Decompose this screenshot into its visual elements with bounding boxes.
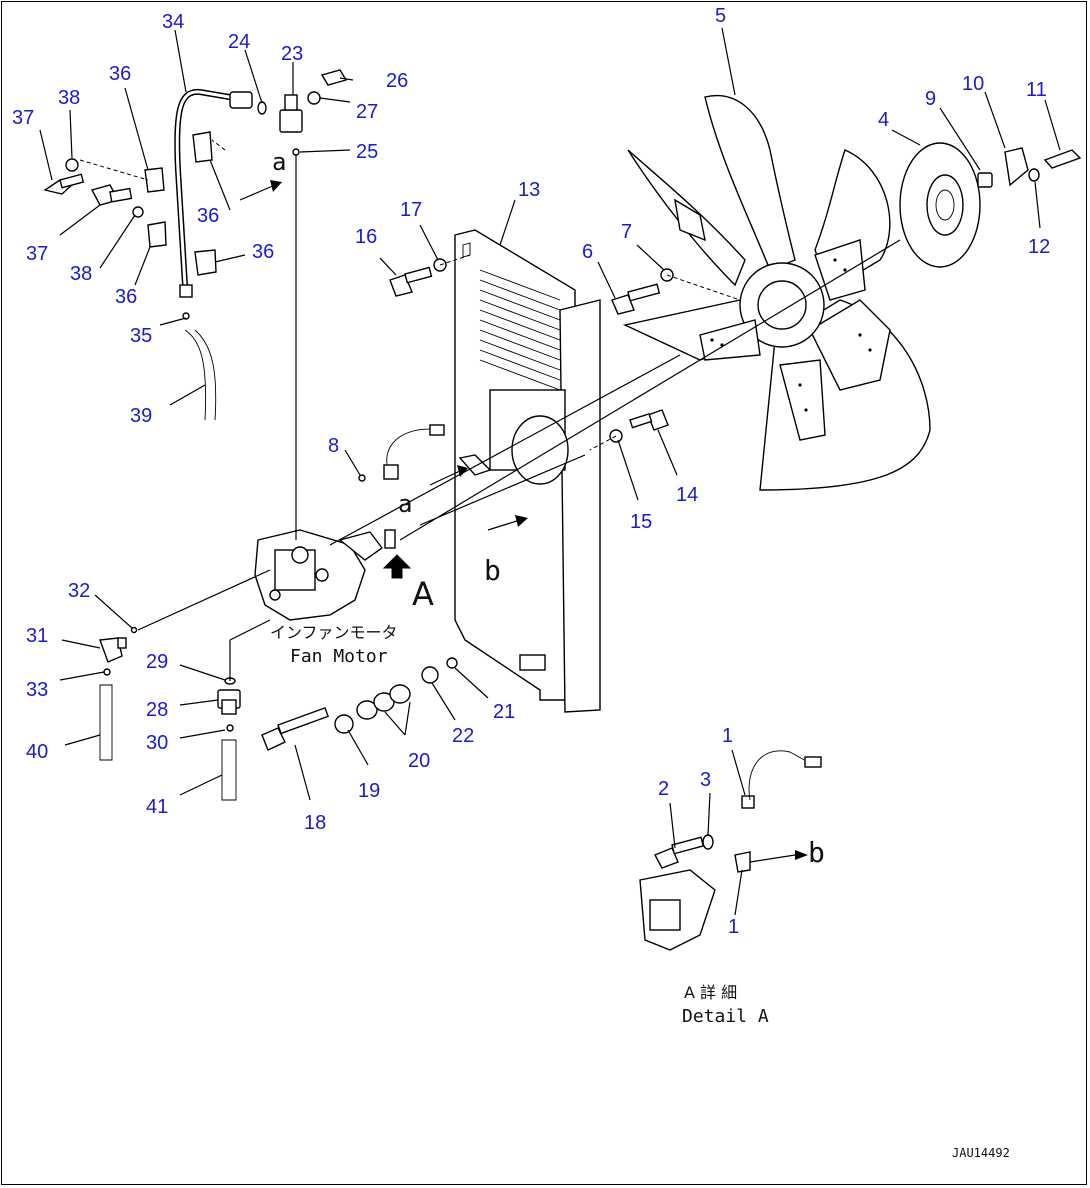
fan-spacer-flange [899,142,981,268]
callout-18: 18 [304,812,326,834]
drawing-code: JAU14492 [952,1146,1010,1160]
callout-1-b: 1 [728,916,739,938]
callout-6: 6 [582,241,593,263]
mid-bolts [358,258,674,482]
callout-19: 19 [358,780,380,802]
view-a-arrow [382,554,412,579]
callout-36-a: 36 [109,63,131,85]
callout-1-a: 1 [722,725,733,747]
callout-8: 8 [328,435,339,457]
callout-30: 30 [146,732,168,754]
callout-37-b: 37 [26,243,48,265]
fan-motor [254,529,396,621]
callout-7: 7 [621,221,632,243]
callout-40: 40 [26,741,48,763]
callout-27: 27 [356,101,378,123]
callout-11: 11 [1026,79,1047,101]
callout-25: 25 [356,141,378,163]
hydraulic-tube [144,88,253,298]
callout-29: 29 [146,651,168,673]
callout-36-b: 36 [197,205,219,227]
callout-9: 9 [925,88,936,110]
callout-24: 24 [228,31,250,53]
callout-12: 12 [1028,236,1050,258]
fan-blade-assembly [622,95,931,491]
callout-26: 26 [386,70,408,92]
callout-32: 32 [68,580,90,602]
callout-4: 4 [878,109,889,131]
detail-a-drawing [639,750,822,951]
callout-15: 15 [630,511,652,533]
leader-lines [39,27,1061,916]
callout-36-d: 36 [115,286,137,308]
lower-left-fittings [99,312,241,801]
left-top-bolts [43,158,144,218]
callout-33: 33 [26,679,48,701]
top-right-hardware [977,147,1082,188]
detail-a-label-en: Detail A [682,1006,769,1027]
bottom-bolts [261,657,458,751]
top-fittings [257,69,348,156]
callout-10: 10 [962,73,984,95]
callout-numbers: 34 24 23 26 27 25 36 38 37 36 37 36 38 3… [12,5,1050,938]
callout-13: 13 [518,179,540,201]
ref-b-mid: b [484,554,501,587]
ref-a-lower: a [398,490,412,518]
callout-22: 22 [452,725,474,747]
callout-39: 39 [130,405,152,427]
callout-20: 20 [408,750,430,772]
callout-38-a: 38 [58,87,80,109]
callout-38-b: 38 [70,263,92,285]
view-a-label: A [412,575,434,613]
text-labels: a a b b A インファンモータ Fan Motor A 詳 細 Detai… [270,148,1010,1160]
ref-a-upper: a [272,148,286,176]
callout-31: 31 [26,625,48,647]
callout-28: 28 [146,699,168,721]
callout-41: 41 [146,796,168,818]
callout-14: 14 [676,484,698,506]
callout-16: 16 [355,226,377,248]
callout-23: 23 [281,43,303,65]
callout-37-a: 37 [12,107,34,129]
callout-34: 34 [162,11,184,33]
sensor-wire [383,424,445,480]
callout-36-c: 36 [252,241,274,263]
ref-b-detail: b [808,836,825,869]
callout-3: 3 [700,769,711,791]
detail-a-label-jp: A 詳 細 [684,983,737,1002]
cooler-core [454,229,601,713]
callout-5: 5 [715,5,726,27]
callout-17: 17 [400,199,422,221]
callout-21: 21 [493,701,515,723]
callout-2: 2 [658,778,669,800]
reference-arrows [239,180,528,579]
callout-35: 35 [130,325,152,347]
fan-motor-label-jp: インファンモータ [270,623,398,642]
fan-motor-label-en: Fan Motor [290,646,388,667]
